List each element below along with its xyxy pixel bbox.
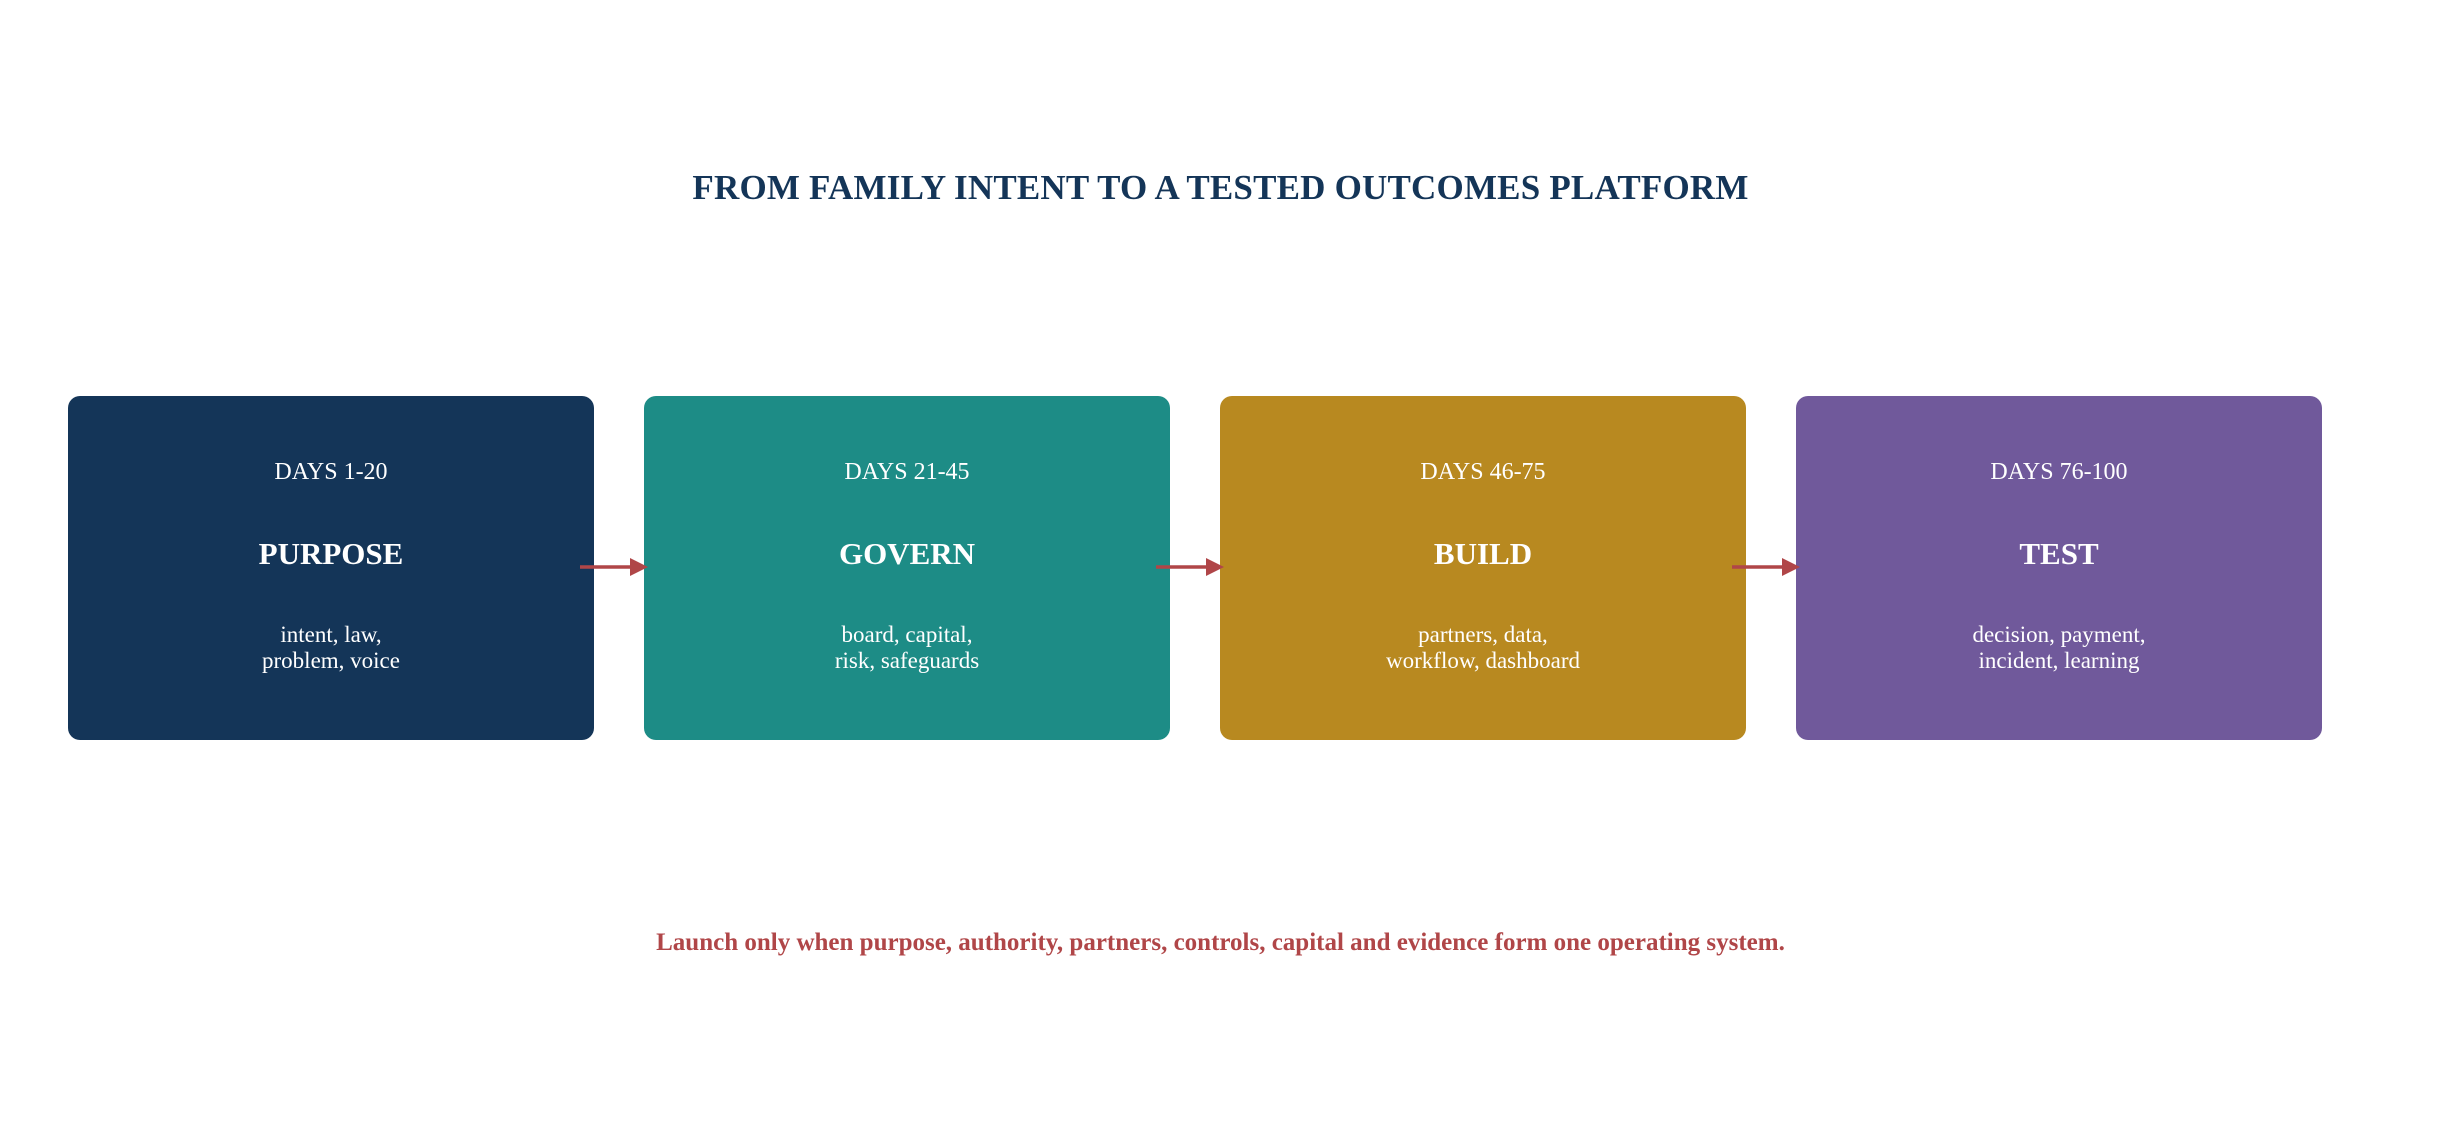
stage-description-line: risk, safeguards [834,648,980,673]
stage-name: TEST [2019,536,2099,571]
arrow-right-icon [1156,558,1224,576]
stage-description-line: decision, payment, [1972,622,2146,647]
stage-description-line: workflow, dashboard [1386,648,1580,673]
stage-description-line: problem, voice [262,648,400,673]
arrow-right-icon [1732,558,1800,576]
stage-build: DAYS 46-75 BUILD partners, data, workflo… [1220,396,1746,740]
stage-name: PURPOSE [258,536,404,571]
stage-description: partners, data, workflow, dashboard [1220,622,1746,674]
stage-test: DAYS 76-100 TEST decision, payment, inci… [1796,396,2322,740]
stage-description-line: board, capital, [841,622,973,647]
stage-description-line: partners, data, [1418,622,1548,647]
stage-days: DAYS 21-45 [844,459,970,485]
diagram-title: FROM FAMILY INTENT TO A TESTED OUTCOMES … [692,168,1749,207]
stage-description-line: incident, learning [1978,648,2140,673]
stage-description: decision, payment, incident, learning [1796,622,2322,674]
stage-purpose: DAYS 1-20 PURPOSE intent, law, problem, … [68,396,594,740]
arrow-right-icon [580,558,648,576]
stage-description-line: intent, law, [280,622,382,647]
footer-note: Launch only when purpose, authority, par… [656,929,1785,956]
stage-description: board, capital, risk, safeguards [644,622,1170,674]
stage-name: BUILD [1433,536,1533,571]
stage-description: intent, law, problem, voice [68,622,594,674]
stage-days: DAYS 46-75 [1420,459,1546,485]
stage-govern: DAYS 21-45 GOVERN board, capital, risk, … [644,396,1170,740]
stage-days: DAYS 1-20 [274,459,388,485]
stage-name: GOVERN [838,536,976,571]
stage-days: DAYS 76-100 [1990,459,2128,485]
